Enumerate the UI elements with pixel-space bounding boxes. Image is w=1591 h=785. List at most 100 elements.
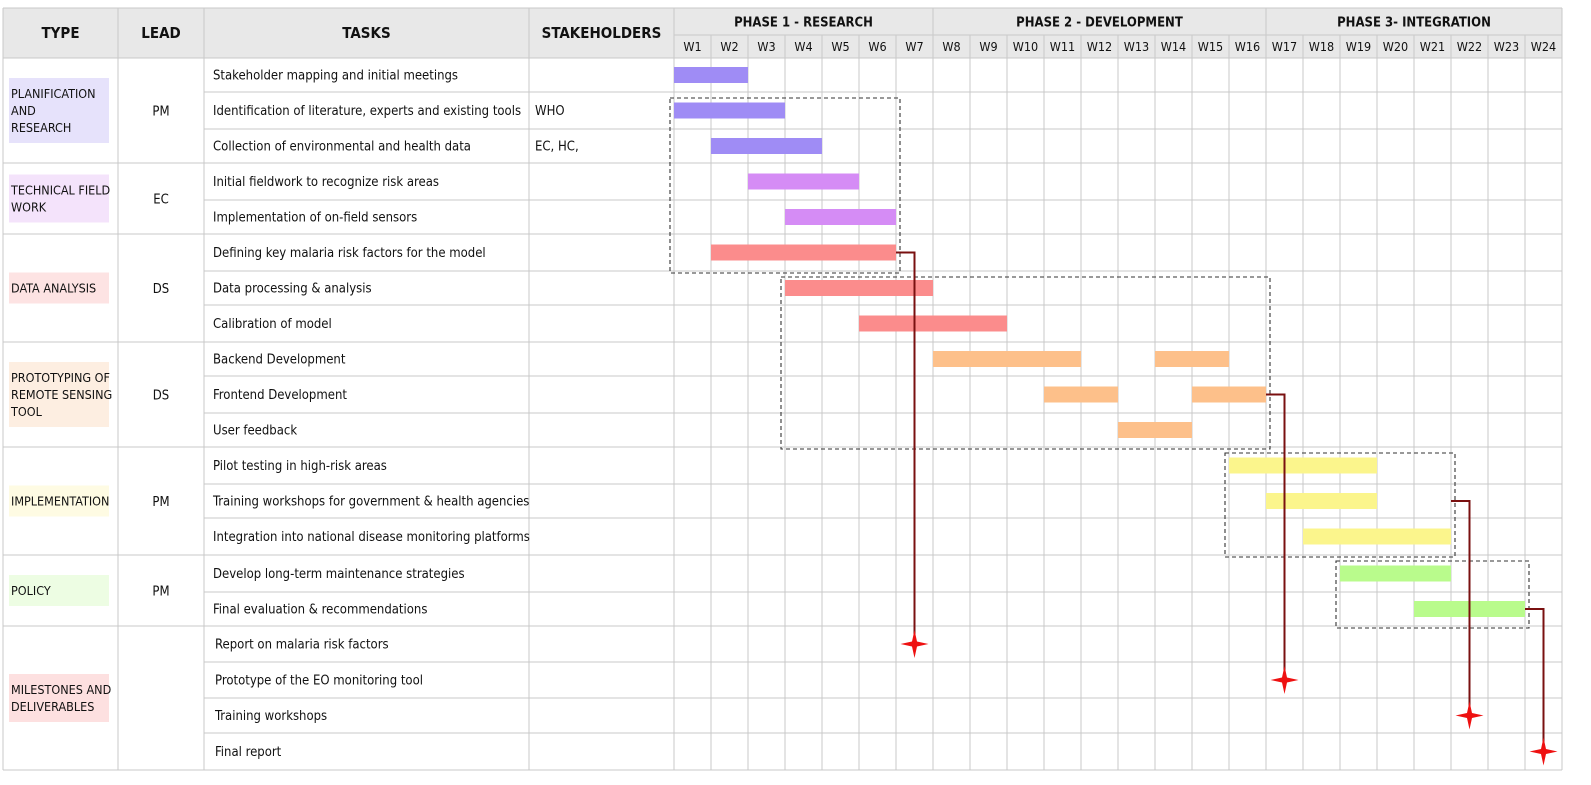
week-label: W6 bbox=[868, 39, 886, 54]
milestone-connector bbox=[1525, 608, 1545, 746]
lead-label: DS bbox=[153, 282, 169, 297]
week-label: W9 bbox=[979, 39, 997, 54]
task-stakeholders: WHO bbox=[535, 104, 565, 119]
type-label: REMOTE SENSING bbox=[11, 387, 112, 402]
lead-label: DS bbox=[153, 389, 169, 404]
task-bar bbox=[711, 138, 822, 154]
week-label: W8 bbox=[942, 39, 960, 54]
task-bar bbox=[1155, 351, 1229, 367]
milestone-name: Training workshops bbox=[214, 709, 327, 724]
milestone-connector bbox=[1451, 500, 1471, 710]
type-label: RESEARCH bbox=[11, 120, 71, 135]
task-bar bbox=[1192, 386, 1266, 403]
phase-header: PHASE 1 - RESEARCH bbox=[734, 16, 873, 31]
header-background bbox=[3, 8, 1562, 58]
task-bar bbox=[1266, 493, 1377, 509]
task-name: Initial fieldwork to recognize risk area… bbox=[213, 175, 439, 190]
week-label: W11 bbox=[1050, 39, 1075, 54]
task-name: Identification of literature, experts an… bbox=[213, 104, 521, 119]
task-name: Frontend Development bbox=[213, 388, 347, 403]
week-label: W17 bbox=[1272, 39, 1297, 54]
week-label: W4 bbox=[794, 39, 812, 54]
task-name: Final evaluation & recommendations bbox=[213, 603, 427, 618]
week-label: W15 bbox=[1198, 39, 1223, 54]
milestone-marker bbox=[1455, 701, 1484, 730]
week-label: W19 bbox=[1346, 39, 1371, 54]
lead-label: PM bbox=[152, 585, 169, 600]
week-label: W3 bbox=[757, 39, 775, 54]
week-label: W5 bbox=[831, 39, 849, 54]
milestone-marker bbox=[900, 630, 929, 658]
type-label-box bbox=[9, 575, 109, 606]
type-label: PROTOTYPING OF bbox=[11, 370, 110, 385]
task-name: Collection of environmental and health d… bbox=[213, 140, 471, 155]
type-label-box bbox=[9, 174, 109, 223]
milestone-connector bbox=[896, 251, 916, 638]
type-label: WORK bbox=[11, 200, 47, 215]
week-label: W14 bbox=[1161, 39, 1186, 54]
phase-header: PHASE 2 - DEVELOPMENT bbox=[1016, 16, 1183, 31]
milestone-marker bbox=[1529, 737, 1558, 766]
header-tasks: TASKS bbox=[342, 24, 390, 42]
task-bar bbox=[1229, 457, 1377, 474]
task-name: Stakeholder mapping and initial meetings bbox=[213, 69, 458, 84]
week-label: W7 bbox=[905, 39, 923, 54]
week-label: W22 bbox=[1457, 39, 1482, 54]
milestone-name: Prototype of the EO monitoring tool bbox=[215, 674, 423, 689]
type-label: DATA ANALYSIS bbox=[11, 281, 96, 296]
type-label: IMPLEMENTATION bbox=[11, 494, 109, 509]
task-name: Integration into national disease monito… bbox=[213, 530, 530, 545]
week-label: W10 bbox=[1013, 39, 1038, 54]
phase-dashed-box bbox=[669, 97, 901, 274]
task-name: Backend Development bbox=[213, 353, 346, 368]
task-bar bbox=[674, 102, 785, 119]
task-bar bbox=[933, 351, 1081, 367]
header-stakeholders: STAKEHOLDERS bbox=[542, 24, 662, 42]
task-bar bbox=[785, 280, 933, 296]
lead-label: PM bbox=[152, 105, 169, 120]
type-label: PLANIFICATION bbox=[11, 86, 96, 101]
lead-label: EC bbox=[153, 193, 169, 208]
task-bar bbox=[711, 244, 896, 261]
task-bar bbox=[674, 67, 748, 83]
milestone-name: Report on malaria risk factors bbox=[215, 638, 389, 653]
task-name: Calibration of model bbox=[213, 317, 332, 332]
type-label-box bbox=[9, 485, 109, 517]
week-label: W1 bbox=[683, 39, 701, 54]
task-name: Implementation of on-field sensors bbox=[213, 211, 417, 226]
type-label: TOOL bbox=[10, 404, 43, 419]
type-label: MILESTONES AND bbox=[11, 682, 111, 697]
type-label: POLICY bbox=[11, 583, 51, 598]
milestone-name: Final report bbox=[215, 745, 282, 760]
task-name: Data processing & analysis bbox=[213, 282, 372, 297]
type-label-box bbox=[9, 362, 109, 427]
week-label: W12 bbox=[1087, 39, 1112, 54]
type-label: DELIVERABLES bbox=[11, 699, 94, 714]
header-type: TYPE bbox=[41, 24, 79, 42]
type-label-box bbox=[9, 78, 109, 143]
task-name: User feedback bbox=[213, 424, 297, 439]
task-bar bbox=[1118, 422, 1192, 438]
phase-dashed-box bbox=[1335, 560, 1530, 629]
type-label-box bbox=[9, 272, 109, 304]
task-bar bbox=[785, 209, 896, 225]
task-bar bbox=[1303, 528, 1451, 545]
type-label: TECHNICAL FIELD bbox=[10, 183, 110, 198]
week-label: W21 bbox=[1420, 39, 1445, 54]
milestone-connector bbox=[1266, 393, 1286, 674]
week-label: W16 bbox=[1235, 39, 1260, 54]
task-bar bbox=[1340, 565, 1451, 582]
phase-dashed-box bbox=[780, 276, 1271, 450]
task-name: Training workshops for government & heal… bbox=[212, 495, 529, 510]
task-name: Pilot testing in high-risk areas bbox=[213, 459, 387, 474]
header-lead: LEAD bbox=[141, 24, 180, 42]
task-bar bbox=[859, 315, 1007, 332]
task-bar bbox=[748, 173, 859, 190]
week-label: W20 bbox=[1383, 39, 1408, 54]
phase-header: PHASE 3- INTEGRATION bbox=[1337, 16, 1491, 31]
phase-dashed-box bbox=[1224, 452, 1456, 558]
week-label: W2 bbox=[720, 39, 738, 54]
week-label: W18 bbox=[1309, 39, 1334, 54]
week-label: W23 bbox=[1494, 39, 1519, 54]
